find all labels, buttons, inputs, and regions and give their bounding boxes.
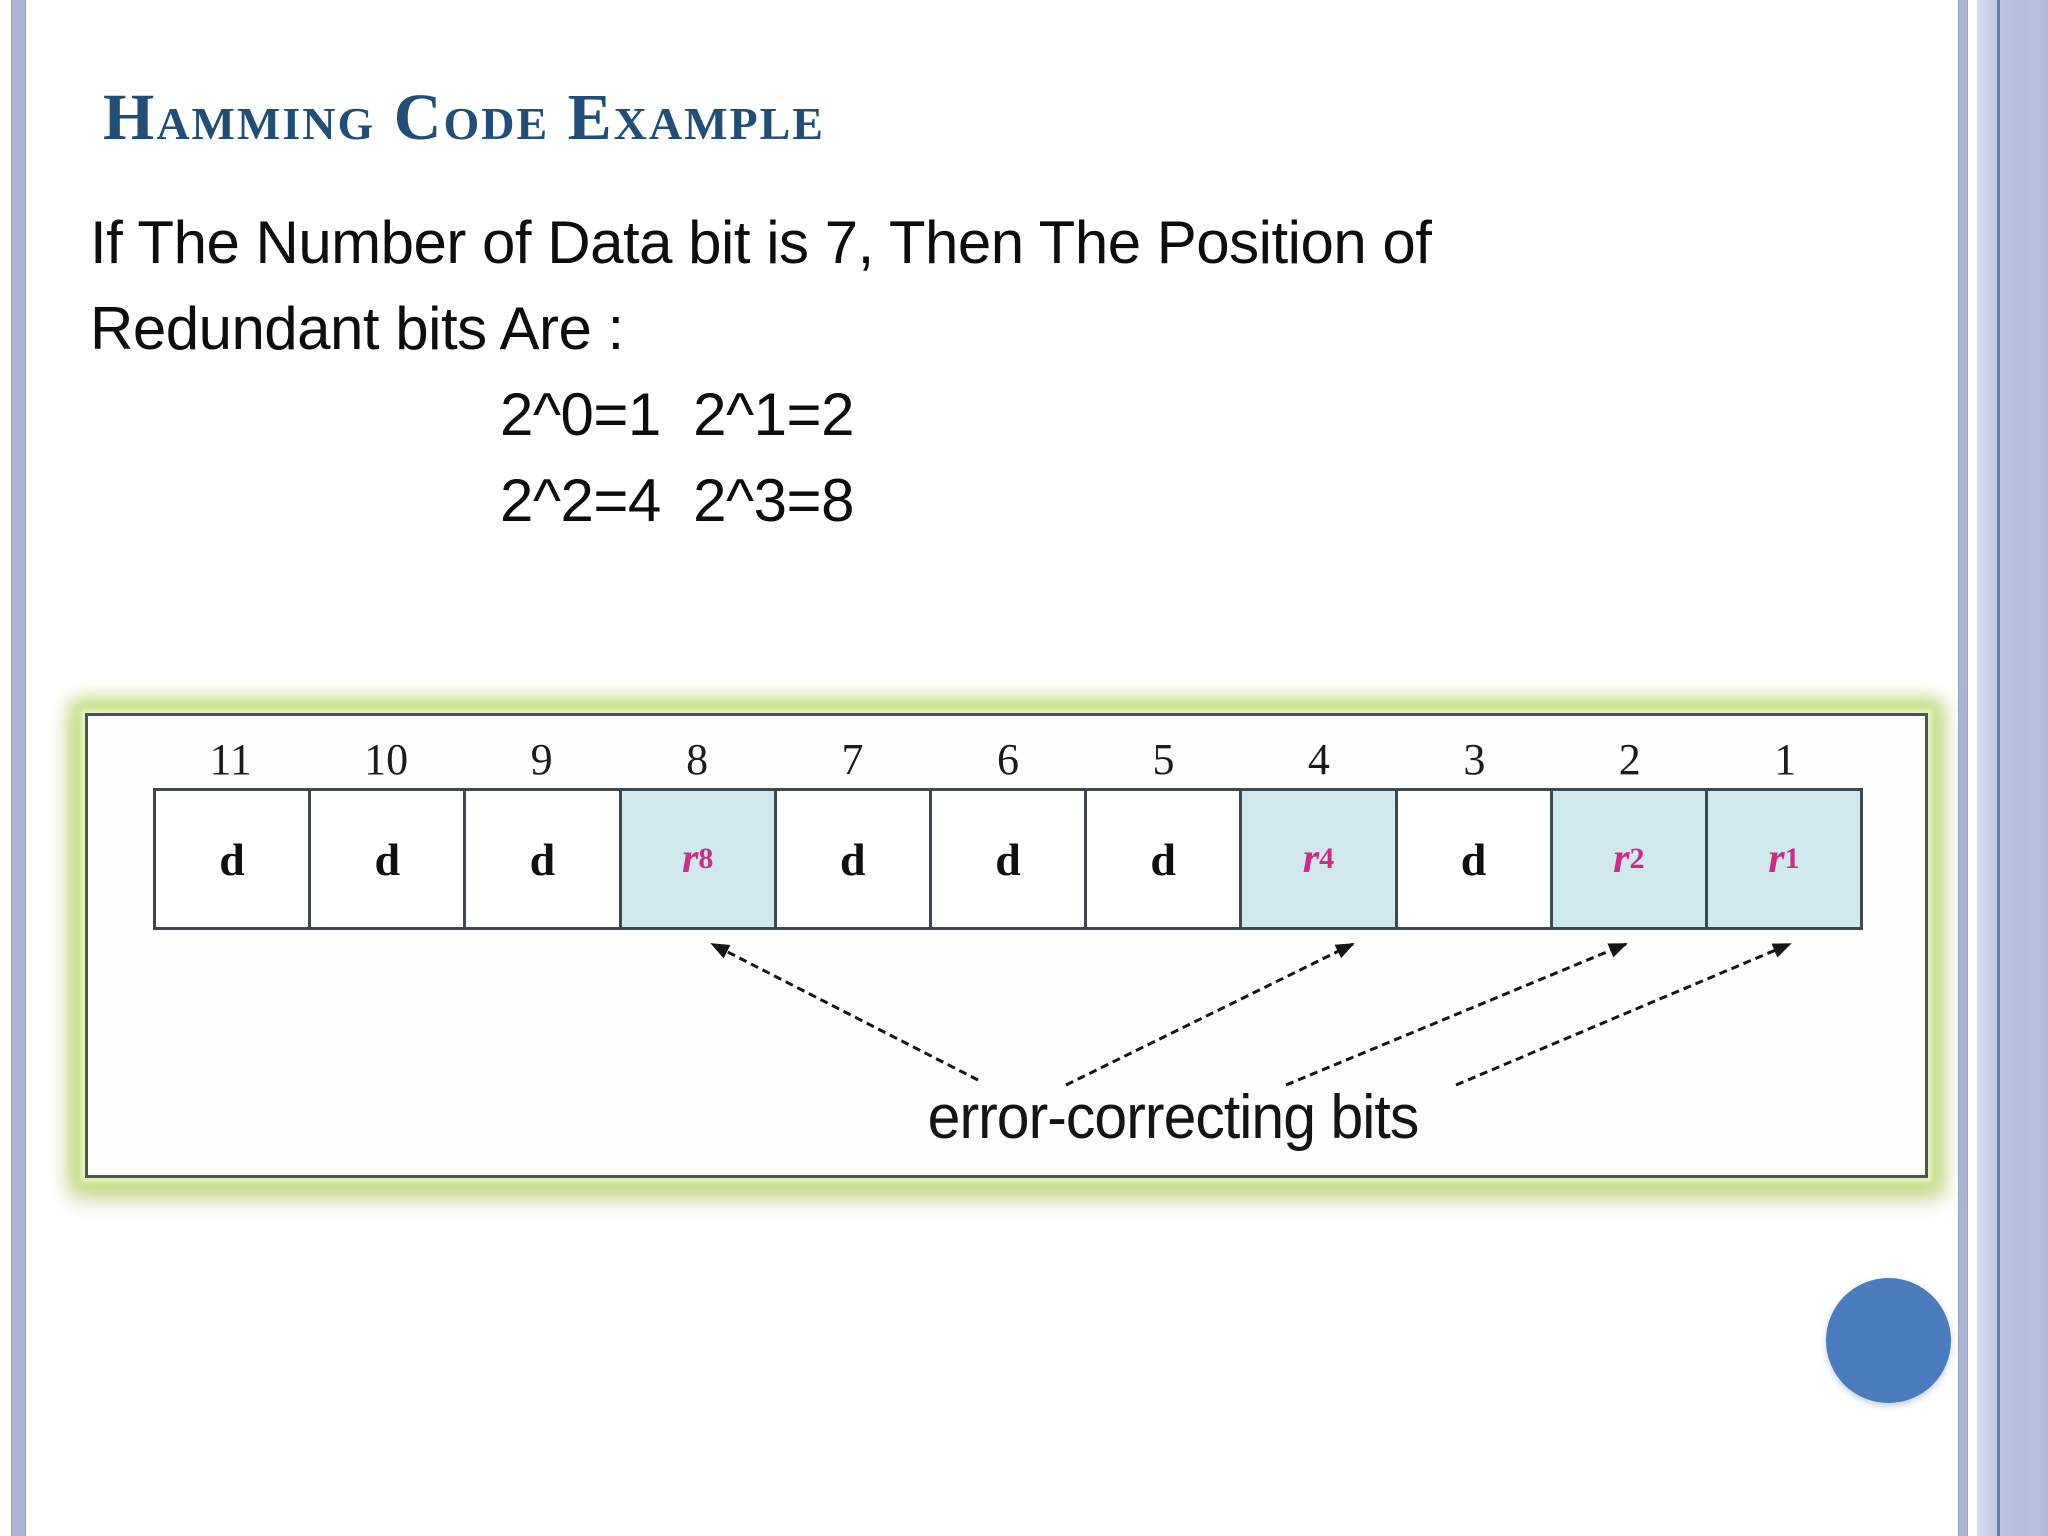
slide-title: Hamming Code Example bbox=[103, 81, 825, 155]
bit-position-label: 11 bbox=[209, 735, 252, 784]
body-line-1: If The Number of Data bit is 7, Then The… bbox=[90, 209, 1432, 276]
bit-position-row: 11 10 9 8 7 6 5 4 3 2 1 bbox=[153, 734, 1863, 785]
right-edge-decoration bbox=[1958, 0, 2048, 1536]
right-thin-stripe bbox=[1958, 0, 1968, 1536]
bit-position-label: 8 bbox=[686, 735, 709, 784]
data-bit-cell: d bbox=[1084, 791, 1240, 927]
arrow-to-r8 bbox=[710, 942, 979, 1082]
data-bit-cell: d bbox=[308, 791, 464, 927]
bit-position-label: 10 bbox=[364, 735, 409, 784]
figure-caption: error-correcting bits bbox=[927, 1083, 1420, 1152]
data-bit-cell: d bbox=[1394, 791, 1550, 927]
body-text: If The Number of Data bit is 7, Then The… bbox=[90, 200, 1650, 544]
bit-position-label: 2 bbox=[1618, 735, 1641, 784]
body-line-2: Redundant bits Are : bbox=[90, 295, 624, 362]
data-bit-cell: d bbox=[773, 791, 929, 927]
right-accent-line bbox=[1997, 0, 2000, 1536]
decorative-circle bbox=[1826, 1278, 1951, 1403]
bit-position-label: 6 bbox=[996, 735, 1019, 784]
bit-position-label: 5 bbox=[1152, 735, 1175, 784]
data-bit-cell: d bbox=[463, 791, 619, 927]
data-bit-cell: d bbox=[928, 791, 1085, 927]
formula-line-2: 2^2=4 2^3=8 bbox=[500, 467, 854, 534]
bit-position-label: 9 bbox=[530, 735, 553, 784]
arrow-to-r4 bbox=[1065, 942, 1355, 1087]
bit-position-label: 3 bbox=[1463, 735, 1486, 784]
right-wide-stripe bbox=[1977, 0, 2048, 1536]
data-bit-cell: d bbox=[156, 791, 309, 927]
arrow-to-r2 bbox=[1285, 942, 1628, 1087]
bit-position-label: 1 bbox=[1774, 735, 1797, 784]
arrow-annotations bbox=[710, 942, 1792, 1087]
left-edge-stripe bbox=[11, 0, 26, 1536]
bit-position-label: 7 bbox=[841, 735, 864, 784]
arrow-to-r1 bbox=[1455, 942, 1792, 1087]
bit-position-label: 4 bbox=[1307, 735, 1330, 784]
formula-line-1: 2^0=1 2^1=2 bbox=[500, 381, 854, 448]
